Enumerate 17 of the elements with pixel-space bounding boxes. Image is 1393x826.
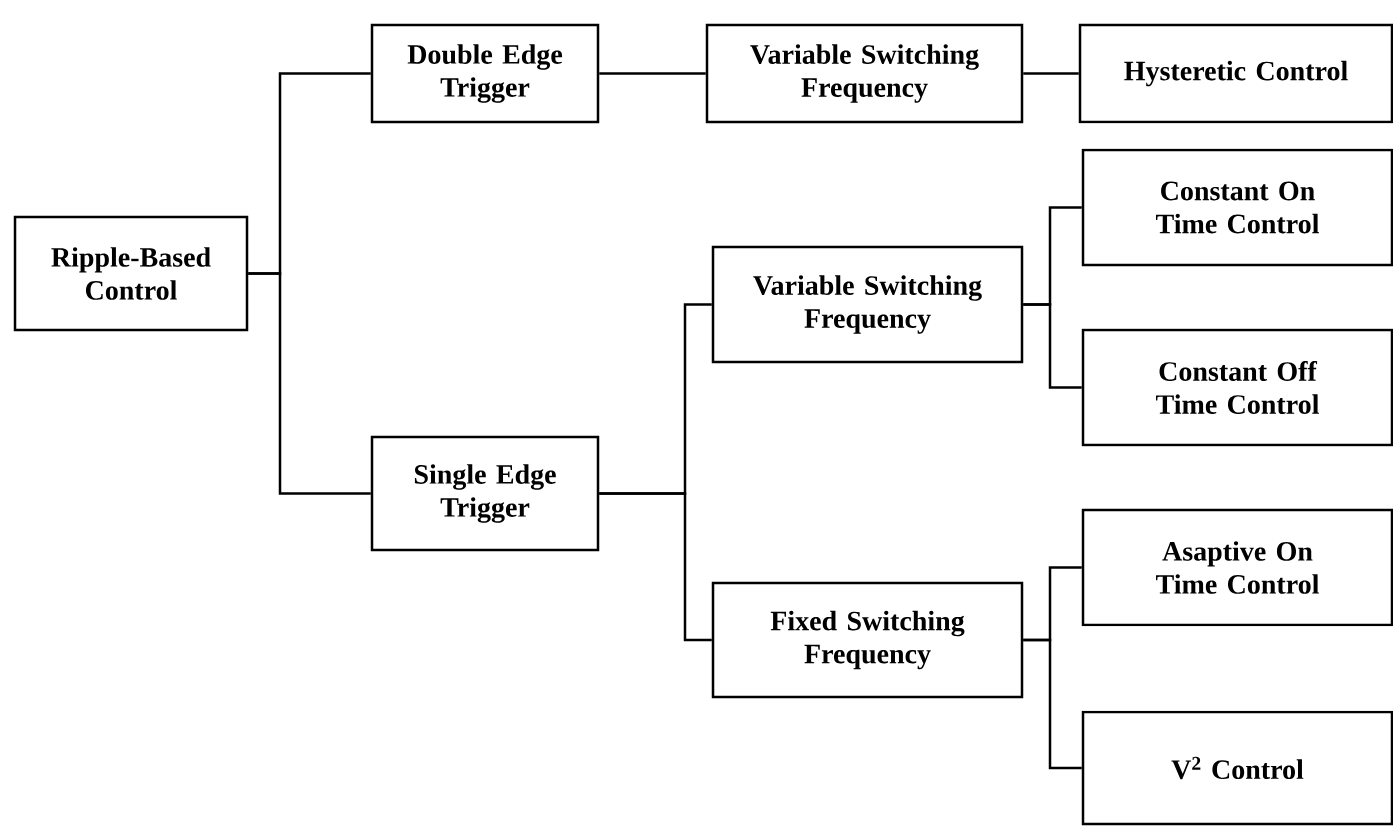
process-box: Ripple-Based Control — [13, 215, 249, 332]
process-box: Double Edge Trigger — [370, 23, 600, 124]
connector-line — [599, 72, 706, 75]
process-box: Constant Off Time Control — [1081, 328, 1393, 447]
process-box: Fixed Switching Frequency — [711, 581, 1024, 699]
connector-line — [1023, 72, 1079, 75]
process-box: Single Edge Trigger — [370, 435, 600, 552]
connector-line — [599, 492, 712, 642]
process-box: Asaptive On Time Control — [1081, 508, 1393, 627]
connector-line — [248, 272, 371, 495]
connector-line — [1023, 638, 1082, 770]
process-box: V$^{2}$ Control — [1081, 710, 1393, 826]
process-box: Variable Switching Frequency — [705, 23, 1024, 124]
process-box: Variable Switching Frequency — [711, 245, 1024, 364]
process-box: Constant On Time Control — [1081, 148, 1393, 267]
process-box: Hysteretic Control — [1078, 23, 1393, 124]
connector-line — [1023, 303, 1082, 389]
